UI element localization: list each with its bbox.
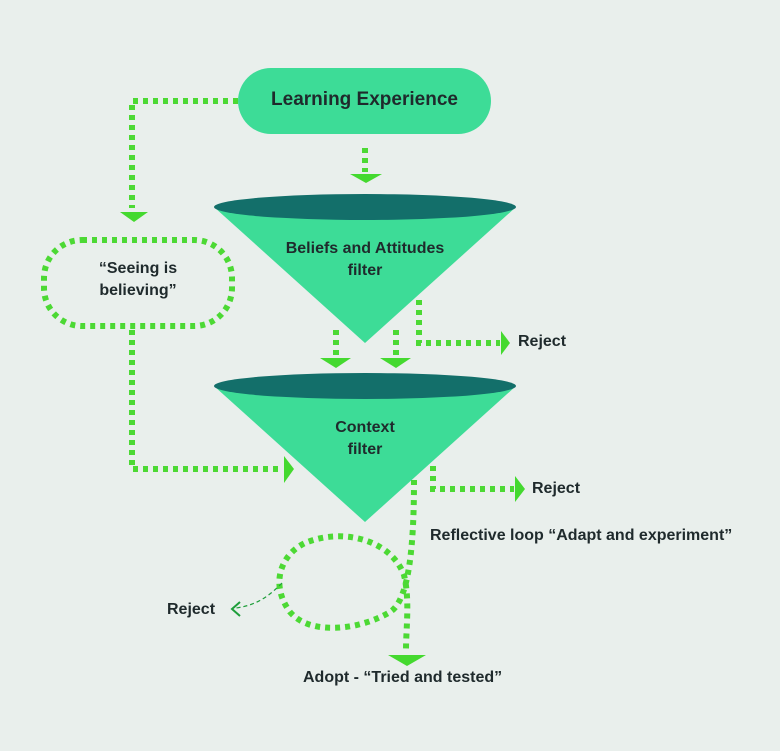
beliefs-filter-line2: filter bbox=[347, 262, 383, 279]
arrow-down-adopt-icon bbox=[388, 655, 426, 666]
beliefs-filter-line1: Beliefs and Attitudes bbox=[285, 240, 445, 257]
context-filter-line2: filter bbox=[347, 441, 383, 458]
context-filter-label: Context filter bbox=[214, 417, 516, 461]
reflective-loop-label: Reflective loop “Adapt and experiment” bbox=[430, 527, 733, 544]
context-filter-cone bbox=[214, 386, 516, 522]
arrow-down-seeing-icon bbox=[120, 212, 148, 222]
seeing-is-believing-line1: “Seeing is bbox=[98, 260, 178, 277]
arrow-right-context-reject-icon bbox=[515, 476, 525, 502]
adopt-label: Adopt - “Tried and tested” bbox=[303, 669, 503, 686]
context-filter-cone-top bbox=[214, 373, 516, 399]
reject-beliefs-label: Reject bbox=[518, 333, 567, 350]
connector-learning-to-seeing bbox=[129, 98, 238, 208]
connector-context-reject bbox=[430, 466, 514, 492]
connector-beliefs-reject bbox=[416, 300, 500, 346]
arrow-right-context-icon bbox=[284, 456, 294, 483]
reject-loop-label: Reject bbox=[167, 601, 216, 618]
loop-reject-arrow-icon bbox=[230, 601, 241, 617]
arrow-right-beliefs-reject-icon bbox=[501, 331, 510, 355]
beliefs-filter-cone bbox=[214, 207, 516, 343]
seeing-is-believing-line2: believing” bbox=[99, 282, 177, 299]
beliefs-filter-label: Beliefs and Attitudes filter bbox=[214, 238, 516, 282]
beliefs-filter-cone-top bbox=[214, 194, 516, 220]
learning-experience-label: Learning Experience bbox=[271, 89, 458, 110]
reject-context-label: Reject bbox=[532, 480, 581, 497]
context-filter-line1: Context bbox=[335, 419, 395, 436]
learning-experience-node bbox=[238, 68, 491, 134]
connector-loop-reject bbox=[235, 582, 283, 609]
arrow-down-context-right-icon bbox=[380, 358, 411, 368]
seeing-is-believing-label: “Seeing is believing” bbox=[44, 258, 232, 302]
reflective-loop-path bbox=[276, 479, 417, 651]
arrow-down-context-left-icon bbox=[320, 358, 351, 368]
arrow-down-beliefs-icon bbox=[350, 174, 382, 183]
